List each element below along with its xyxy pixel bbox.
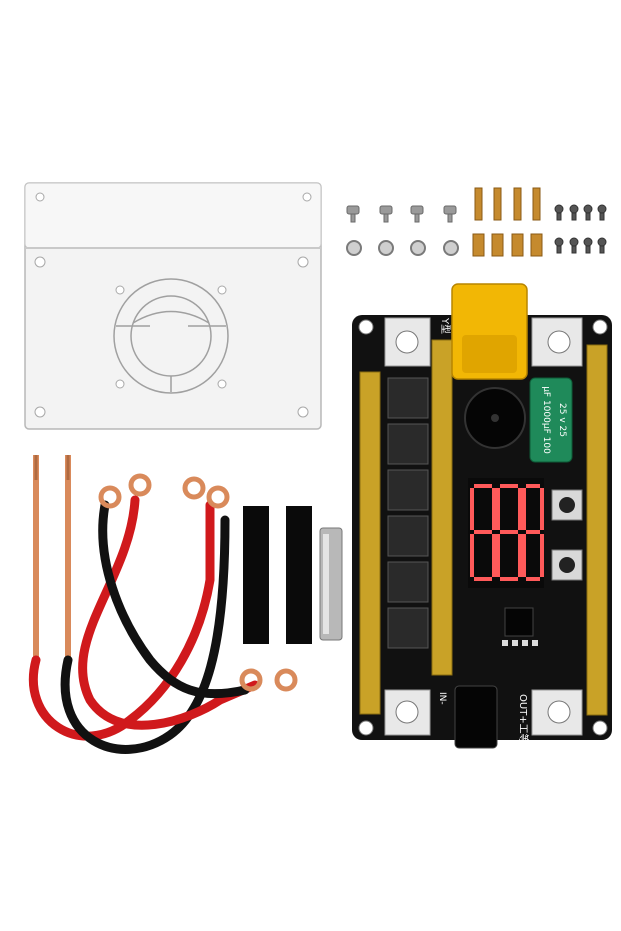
copper-bar-left (359, 371, 381, 715)
nickel-strip-roll (319, 527, 343, 641)
spot-welder-pcb: µF 1000µF 100 25 v 25 (352, 283, 612, 749)
header-pins (502, 640, 538, 646)
capacitor-voltage: 25 v 25 (557, 403, 567, 437)
pcb-top-label: Y型 (439, 317, 452, 334)
ic-chip (504, 607, 534, 637)
screw-set (346, 187, 607, 257)
seven-segment-display (468, 478, 544, 588)
capacitor: µF 1000µF 100 25 v 25 (529, 377, 573, 463)
acrylic-cover (24, 182, 322, 430)
pcb-button-up (551, 489, 583, 521)
ring-terminals (98, 473, 298, 692)
xt60-connector (451, 283, 528, 380)
fan-guard (113, 278, 229, 394)
copper-bar-mid (431, 339, 453, 676)
pcb-button-down (551, 549, 583, 581)
dc-jack (454, 685, 498, 749)
black-tape-left (243, 506, 269, 644)
pcb-bottom-label: OUT+工等 (517, 694, 530, 744)
pcb-in-label: IN- (437, 692, 447, 705)
capacitor-text: µF 1000µF 100 (541, 386, 551, 454)
cables (28, 495, 260, 754)
copper-bar-right (586, 344, 608, 716)
mosfet-array (387, 377, 429, 649)
black-tape-right (286, 506, 312, 644)
welding-pens (33, 455, 71, 660)
